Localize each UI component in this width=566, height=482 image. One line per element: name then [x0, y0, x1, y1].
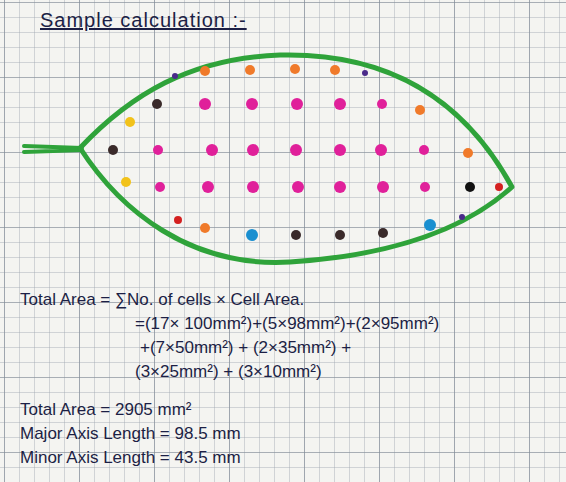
calculation-text: Total Area = ∑No. of cells × Cell Area.: [20, 290, 304, 310]
page-title: Sample calculation :-: [40, 10, 247, 30]
calculation-text: (3×25mm²) + (3×10mm²): [135, 362, 322, 382]
calculation-text: Minor Axis Length = 43.5 mm: [20, 448, 241, 468]
calculation-text: +(7×50mm²) + (2×35mm²) +: [140, 338, 351, 358]
calculation-text: Total Area = 2905 mm²: [20, 400, 192, 420]
calculation-text: =(17× 100mm²)+(5×98mm²)+(2×95mm²): [135, 314, 439, 334]
calculation-text: Major Axis Length = 98.5 mm: [20, 424, 241, 444]
